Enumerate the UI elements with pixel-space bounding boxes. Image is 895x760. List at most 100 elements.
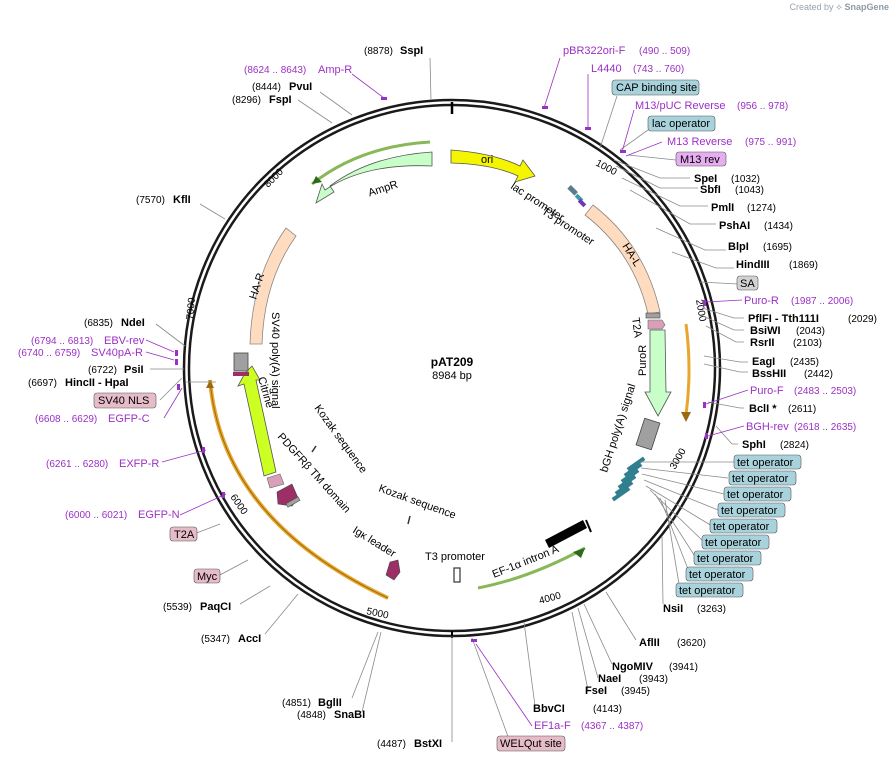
sv40pa-purple-bar — [233, 372, 249, 376]
site-hindiii-name: HindIII — [736, 259, 770, 271]
snapgene-logo-icon: ⟡ — [836, 2, 842, 12]
t2a-small-box — [645, 312, 661, 319]
cap-box — [611, 79, 700, 96]
primer-m13puc-name: M13/pUC Reverse — [635, 100, 725, 112]
tet-box-2 — [728, 470, 797, 486]
site-snabi-pos: (4848) — [297, 710, 326, 721]
site-ndei-pos: (6835) — [84, 318, 113, 329]
tet-box-8-label: tet operator — [689, 569, 746, 581]
sv40pa-label: SV40 poly(A) signal — [269, 312, 281, 409]
primer-egfpc-name: EGFP-C — [108, 413, 150, 425]
tick-7000: 7000 — [185, 297, 198, 321]
site-sphi-pos: (2824) — [780, 440, 809, 451]
sv40nls-box — [93, 392, 157, 409]
primer-m13puc-pos: (956 .. 978) — [737, 101, 788, 112]
pdgfr-pink-shape — [266, 473, 285, 489]
site-bsshii-name: BssHII — [752, 368, 786, 380]
primer-ampr-pos: (8624 .. 8643) — [244, 65, 306, 76]
m13rev-marker — [577, 198, 587, 208]
ampr-cds-line — [311, 140, 431, 186]
site-pmli-pos: (1274) — [747, 203, 776, 214]
bgh-feature[interactable] — [635, 417, 661, 451]
tet-operator-stripes — [611, 456, 646, 502]
tet-box-6-label: tet operator — [705, 537, 762, 549]
t3-promoter-bottom-marker — [453, 567, 461, 583]
primer-m13rev-name: M13 Reverse — [667, 136, 732, 148]
primer-purof-pos: (2483 .. 2503) — [794, 386, 856, 397]
ha-l-feature[interactable] — [584, 204, 661, 315]
primer-pbr322-name: pBR322ori-F — [563, 45, 626, 57]
site-aflii-name: AflII — [639, 637, 660, 649]
site-bstxi-name: BstXI — [414, 738, 442, 750]
site-blpi-pos: (1695) — [763, 242, 792, 253]
primer-egfpc-pos: (6608 .. 6629) — [35, 414, 97, 425]
site-snabi-name: SnaBI — [334, 709, 365, 721]
site-fspi-name: FspI — [269, 94, 292, 106]
site-pshai-name: PshAI — [719, 220, 750, 232]
site-psii-name: PsiI — [124, 364, 144, 376]
site-ngomiv-pos: (3941) — [669, 662, 698, 673]
site-naei-name: NaeI — [598, 673, 621, 685]
site-sphi-name: SphI — [742, 439, 766, 451]
site-bbvci-name: BbvCI — [533, 703, 565, 715]
puror-cds-head — [681, 412, 691, 422]
leader-lines — [150, 57, 748, 743]
primer-lines — [145, 57, 749, 727]
primer-puror-name: Puro-R — [744, 295, 779, 307]
primer-marks — [175, 97, 708, 642]
ha-r-feature[interactable] — [249, 227, 297, 345]
site-bbvci-pos: (4143) — [593, 704, 622, 715]
tet-box-1 — [733, 454, 802, 470]
tet-box-4-label: tet operator — [721, 505, 778, 517]
ampr-feature[interactable] — [315, 151, 433, 204]
site-fsei-pos: (3945) — [621, 686, 650, 697]
site-bsiwi-name: BsiWI — [750, 325, 781, 337]
welqut-box-label: WELQut site — [500, 738, 562, 750]
site-sbfi-pos: (1043) — [735, 185, 764, 196]
site-naei-pos: (3943) — [639, 674, 668, 685]
site-paqci-pos: (5539) — [163, 602, 192, 613]
site-eagi-pos: (2435) — [790, 357, 819, 368]
tet-box-8 — [685, 566, 754, 582]
citrine-feature[interactable] — [237, 365, 277, 477]
puror-cds-line — [684, 323, 691, 416]
ori-feature[interactable] — [450, 149, 536, 183]
tick-5000: 5000 — [365, 606, 389, 621]
primer-exfpr-pos: (6261 .. 6280) — [46, 459, 108, 470]
site-kfli-name: KflI — [173, 194, 191, 206]
t2a-inner-label: T2A — [629, 317, 644, 339]
site-rsrii-name: RsrII — [750, 337, 774, 349]
plasmid-size: 8984 bp — [432, 370, 472, 382]
primer-sv40par-pos: (6740 .. 6759) — [18, 348, 80, 359]
puror-feature[interactable] — [644, 329, 672, 417]
primer-purof-name: Puro-F — [750, 385, 784, 397]
sv40pa-feature[interactable] — [233, 352, 249, 372]
tet-box-1-label: tet operator — [737, 457, 794, 469]
kozak-mark-1 — [311, 445, 317, 453]
tet-box-3 — [723, 486, 792, 502]
site-pvui-name: PvuI — [289, 81, 312, 93]
plasmid-name: pAT209 — [431, 355, 474, 369]
right-site-labels: SpeI (1032) SbfI (1043) PmlI (1274) PshA… — [533, 173, 877, 715]
site-blpi-name: BlpI — [728, 241, 749, 253]
tet-box-9-label: tet operator — [679, 585, 736, 597]
site-bsiwi-pos: (2043) — [796, 326, 825, 337]
primer-egfpn-name: EGFP-N — [138, 509, 180, 521]
primer-l4440-name: L4440 — [591, 63, 622, 75]
ef1a-cds-line — [477, 546, 586, 590]
left-cds-arc-inner — [209, 379, 389, 599]
puror-label: PuroR — [637, 345, 649, 376]
site-acci-pos: (5347) — [201, 634, 230, 645]
primer-bghrev-pos: (2618 .. 2635) — [794, 422, 856, 433]
site-fsei-name: FseI — [585, 685, 607, 697]
primer-ef1af-name: EF1a-F — [534, 720, 571, 732]
sa-box — [736, 275, 759, 291]
site-bcli-name: BclI * — [749, 403, 777, 415]
igk-leader-feature[interactable] — [385, 559, 401, 581]
myc-box — [193, 568, 221, 584]
site-ndei-name: NdeI — [121, 317, 145, 329]
primer-exfpr-name: EXFP-R — [119, 458, 159, 470]
primer-ebvrev-name: EBV-rev — [104, 335, 145, 347]
primer-ef1af-pos: (4367 .. 4387) — [581, 721, 643, 732]
site-bstxi-pos: (4487) — [377, 739, 406, 750]
